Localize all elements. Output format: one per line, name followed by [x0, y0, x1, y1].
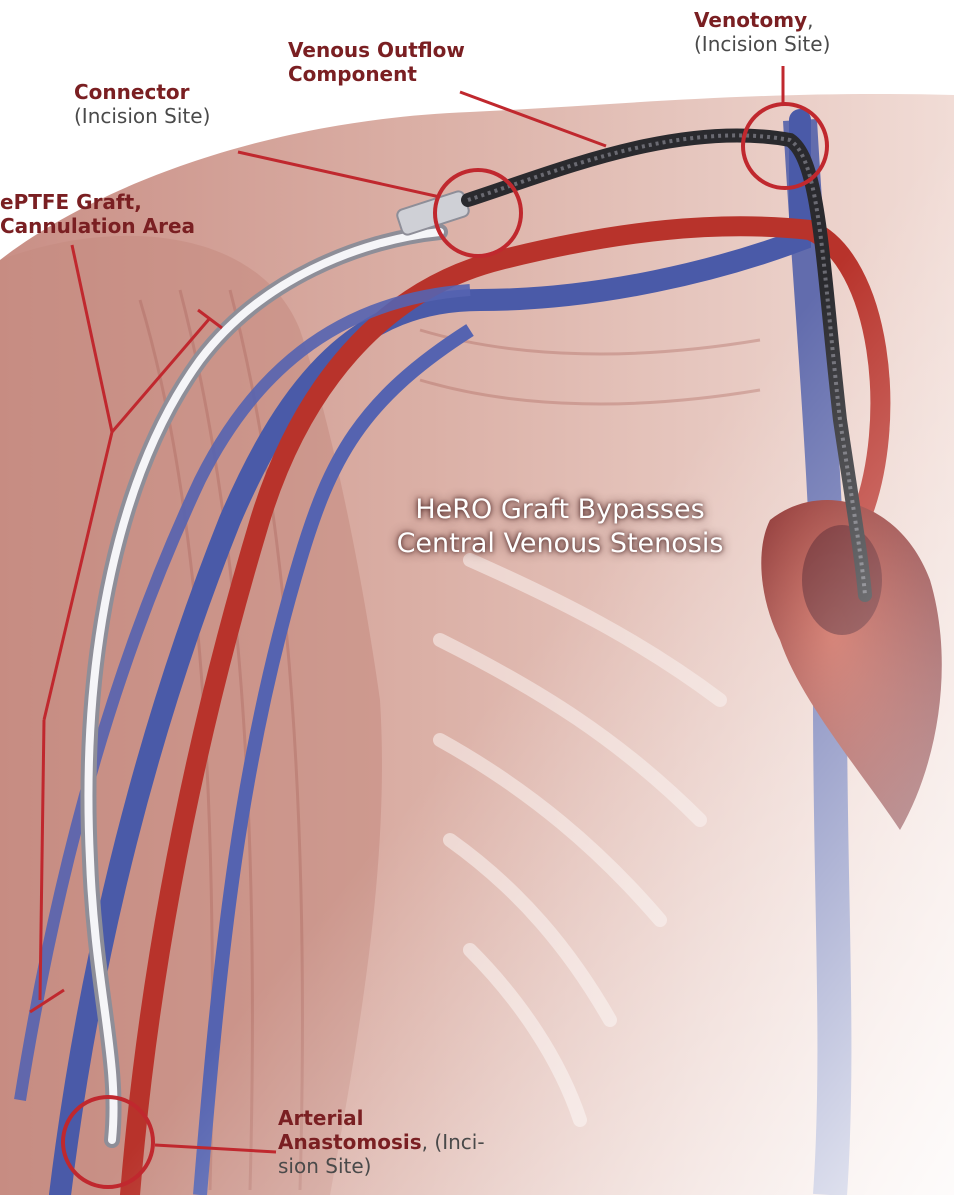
center-caption-line2: Central Venous Stenosis: [360, 527, 760, 561]
venous-outflow-line2: Component: [288, 62, 417, 86]
label-eptfe: ePTFE Graft, Cannulation Area: [0, 190, 195, 238]
connector-title: Connector: [74, 80, 189, 104]
arterial-line1: Arterial: [278, 1106, 364, 1130]
arterial-line3: sion Site): [278, 1154, 371, 1178]
center-caption: HeRO Graft Bypasses Central Venous Steno…: [360, 493, 760, 561]
label-connector: Connector (Incision Site): [74, 80, 210, 128]
label-venotomy: Venotomy, (Incision Site): [694, 8, 830, 56]
arterial-line2-rest: , (Inci-: [422, 1130, 485, 1154]
center-caption-line1: HeRO Graft Bypasses: [360, 493, 760, 527]
venotomy-title: Venotomy: [694, 8, 807, 32]
venotomy-subtitle: (Incision Site): [694, 32, 830, 56]
arterial-line2-bold: Anastomosis: [278, 1130, 422, 1154]
connector-subtitle: (Incision Site): [74, 104, 210, 128]
eptfe-line1: ePTFE Graft,: [0, 190, 142, 214]
venotomy-comma: ,: [807, 8, 813, 32]
label-venous-outflow: Venous Outflow Component: [288, 38, 465, 86]
venous-outflow-line1: Venous Outflow: [288, 38, 465, 62]
label-arterial: Arterial Anastomosis, (Inci- sion Site): [278, 1106, 485, 1178]
eptfe-line2: Cannulation Area: [0, 214, 195, 238]
